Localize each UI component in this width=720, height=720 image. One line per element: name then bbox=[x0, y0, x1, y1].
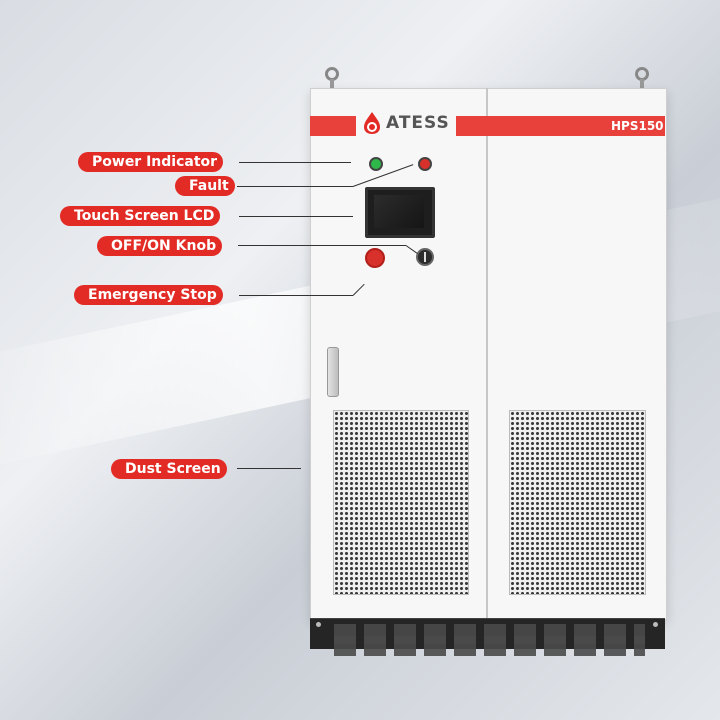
label-power-indicator: Power Indicator bbox=[78, 152, 224, 172]
dust-screen-left bbox=[333, 410, 469, 595]
door-handle[interactable] bbox=[327, 347, 339, 397]
label-emergency-stop: Emergency Stop bbox=[74, 285, 223, 305]
brand-logo: ATESS bbox=[362, 111, 450, 135]
emergency-stop-button[interactable] bbox=[365, 248, 385, 268]
callout-line bbox=[239, 216, 353, 217]
off-on-knob[interactable] bbox=[416, 248, 434, 266]
flame-logo-icon bbox=[364, 112, 380, 134]
label-fault: Fault bbox=[175, 176, 235, 196]
model-label: HPS150 bbox=[611, 119, 664, 133]
dust-screen-right bbox=[509, 410, 646, 595]
base-vent-slots bbox=[330, 636, 645, 656]
green-led-icon bbox=[369, 157, 383, 171]
touch-screen-lcd[interactable] bbox=[365, 187, 435, 238]
label-touch-screen-lcd: Touch Screen LCD bbox=[60, 206, 221, 226]
red-stripe bbox=[310, 116, 356, 136]
callout-line bbox=[239, 295, 353, 296]
label-dust-screen: Dust Screen bbox=[111, 459, 227, 479]
red-led-icon bbox=[418, 157, 432, 171]
bolt-icon bbox=[316, 622, 321, 627]
door-seam bbox=[486, 88, 488, 618]
callout-line bbox=[237, 468, 301, 469]
lifting-eye-icon bbox=[635, 67, 649, 90]
callout-line bbox=[238, 245, 406, 246]
callout-line bbox=[239, 162, 351, 163]
lifting-eye-icon bbox=[325, 67, 339, 90]
brand-name: ATESS bbox=[386, 113, 450, 133]
callout-line bbox=[237, 186, 353, 187]
label-off-on-knob: OFF/ON Knob bbox=[97, 236, 223, 256]
bolt-icon bbox=[653, 622, 658, 627]
red-stripe bbox=[456, 116, 665, 136]
